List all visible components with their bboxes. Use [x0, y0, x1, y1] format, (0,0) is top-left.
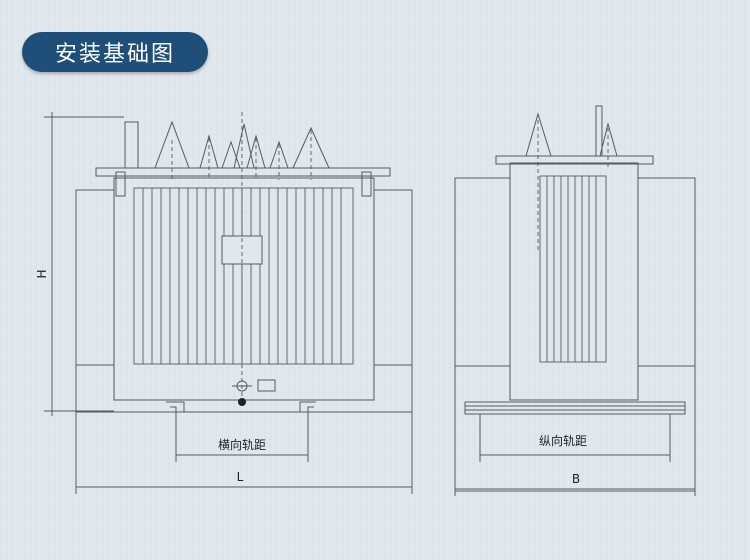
side-conservator-post — [595, 105, 603, 156]
side-longitudinal-gauge-dimension — [479, 414, 671, 462]
longitudinal-gauge-label: 纵向轨距 — [539, 433, 587, 448]
length-label: L — [237, 470, 244, 484]
height-label: H — [35, 269, 49, 278]
front-tank-body — [113, 177, 375, 401]
side-center-lines — [537, 120, 609, 250]
side-base-rail — [464, 401, 686, 415]
front-right-lug — [361, 171, 372, 197]
side-radiator — [539, 175, 607, 363]
side-left-foundation-block — [454, 177, 511, 367]
front-bushing-4 — [233, 123, 255, 169]
front-view — [44, 112, 413, 494]
side-top-cover — [495, 155, 654, 165]
front-left-lug — [115, 171, 126, 197]
section-title-text: 安装基础图 — [54, 42, 175, 67]
transverse-gauge-label: 横向轨距 — [218, 437, 266, 452]
side-bushing-2 — [599, 122, 618, 157]
front-bushing-3 — [221, 140, 241, 169]
front-ground-terminal — [238, 398, 246, 406]
front-valve-box — [257, 379, 276, 392]
front-right-foundation-block — [373, 189, 413, 366]
side-tank-body — [509, 162, 639, 401]
front-top-cover — [95, 167, 391, 177]
front-left-foundation-block — [75, 189, 115, 366]
front-radiator-fins — [133, 187, 354, 365]
front-conservator-post — [124, 121, 139, 168]
front-wheels — [166, 401, 316, 413]
side-view — [454, 105, 696, 496]
side-right-foundation-block — [637, 177, 696, 367]
front-foundation-base — [75, 365, 413, 413]
front-length-dimension — [75, 412, 413, 494]
front-height-dimension — [44, 112, 124, 416]
front-center-lines — [171, 112, 312, 405]
front-transverse-gauge-dimension — [175, 412, 309, 462]
side-bushing — [525, 112, 552, 157]
side-foundation-base — [454, 366, 696, 492]
section-title: 安装基础图 — [22, 32, 208, 72]
side-width-dimension — [454, 488, 696, 496]
width-label: B — [572, 472, 580, 486]
front-radiator-frame — [133, 187, 354, 365]
